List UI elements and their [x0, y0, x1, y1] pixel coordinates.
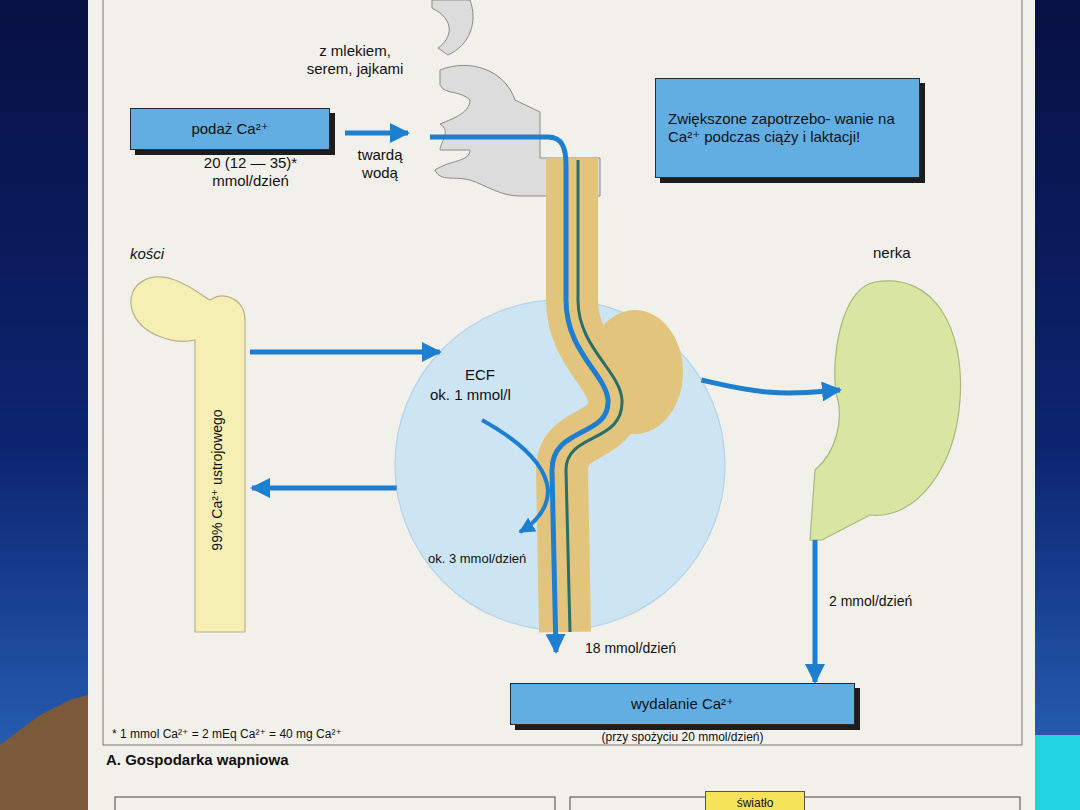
flow-label: 2 mmol/dzień — [827, 593, 914, 609]
node-text: Zwiększone zapotrzebo- wanie na Ca²⁺ pod… — [668, 110, 907, 147]
flow-arrow — [250, 350, 440, 355]
figure-caption: A. Gospodarka wapniowa — [106, 751, 289, 768]
node-text: podaż Ca²⁺ — [191, 120, 268, 138]
kidney-shape: nerka — [800, 240, 965, 540]
flow-arrow — [813, 540, 818, 682]
bone-shape-outline — [131, 277, 245, 632]
mountain — [0, 695, 88, 810]
cyan-bar — [1035, 735, 1080, 810]
node-text: nerka — [873, 244, 911, 262]
figure-frame — [103, 0, 1022, 745]
text-label: 18 mmol/dzień — [585, 640, 676, 657]
text-label: ok. 3 mmol/dzień — [428, 551, 526, 567]
text-label: * 1 mmol Ca²⁺ = 2 mEq Ca²⁺ = 40 mg Ca²⁺ — [112, 727, 342, 741]
node-text: (przy spożyciu 20 mmol/dzień) — [511, 730, 854, 745]
note-box: Zwiększone zapotrzebo- wanie na Ca²⁺ pod… — [655, 78, 920, 178]
text-label: twardą wodą — [338, 146, 422, 182]
kidney-shape-outline — [810, 281, 961, 540]
flow-arrow — [701, 380, 840, 393]
ecf-circle: ECF ok. 1 mmol/l — [395, 300, 725, 630]
node-text: światło — [737, 796, 774, 810]
outline-shape — [395, 300, 725, 630]
node-text: ECF — [465, 366, 495, 384]
lumen-box: światło — [705, 791, 805, 810]
intake-arrow — [345, 131, 408, 136]
node-text: 99% Ca²⁺ ustrojowego — [209, 409, 226, 550]
nose-outline — [432, 0, 473, 55]
flow-arrow — [252, 486, 397, 491]
node-text: wydalanie Ca²⁺ — [631, 695, 734, 713]
bone-shape: kości 99% Ca²⁺ ustrojowego — [125, 245, 250, 635]
node-text: ok. 1 mmol/l — [430, 386, 511, 404]
input-box: podaż Ca²⁺ — [130, 108, 330, 150]
ecf-circle-outline — [395, 300, 725, 630]
node-text: kości — [130, 245, 164, 263]
outline-shape — [125, 245, 250, 635]
text-label: z mlekiem, serem, jajkami — [300, 42, 410, 78]
output-box: wydalanie Ca²⁺(przy spożyciu 20 mmol/dzi… — [510, 683, 855, 725]
text-label: 20 (12 — 35)* mmol/dzień — [178, 154, 323, 190]
outline-shape — [800, 240, 965, 540]
next-panel — [115, 797, 555, 810]
